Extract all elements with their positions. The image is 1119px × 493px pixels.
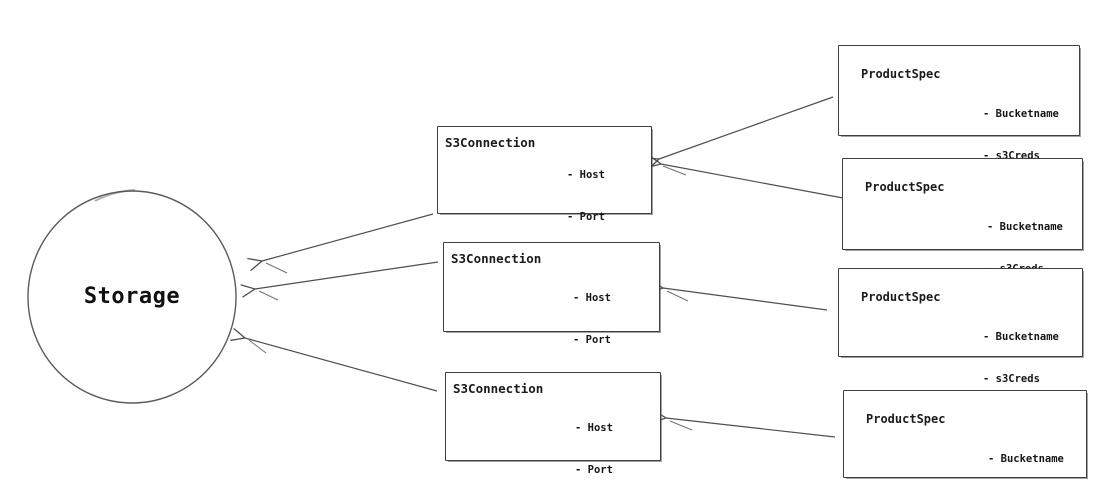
attribute: - Bucketname: [983, 108, 1059, 120]
storage-circle-sketch-stroke: [94, 189, 136, 202]
node-title: S3Connection: [453, 381, 544, 396]
attribute-list: - Bucketname - s3Creds: [983, 302, 1059, 414]
node-title: ProductSpec: [861, 290, 941, 304]
s3connection-node-1[interactable]: S3Connection - Host - Port - TLS: [437, 126, 652, 265]
storage-node-label: Storage: [83, 284, 181, 309]
productspec-node-2[interactable]: ProductSpec - Bucketname - s3Creds: [842, 158, 1083, 275]
arrow-s3connection3-to-storage[interactable]: [230, 328, 438, 392]
node-title: ProductSpec: [861, 67, 941, 81]
attribute: - Port: [575, 464, 613, 476]
s3connection-node-3[interactable]: S3Connection - Host - Port - TLS: [445, 372, 661, 476]
arrow-productspec1-to-s3connection1[interactable]: [644, 96, 834, 170]
attribute: - Bucketname: [987, 221, 1063, 233]
productspec-node-4[interactable]: ProductSpec - Bucketname - s3Creds: [843, 390, 1087, 478]
arrow-productspec3-to-s3connection2[interactable]: [648, 279, 828, 311]
arrow-s3connection1-to-storage[interactable]: [247, 213, 434, 274]
attribute-list: - Host - Port - TLS: [575, 393, 613, 493]
storage-circle[interactable]: [27, 190, 237, 404]
attribute: - Host: [575, 422, 613, 434]
attribute: - Port: [573, 334, 611, 346]
node-title: ProductSpec: [865, 180, 945, 194]
s3connection-node-2[interactable]: S3Connection - Host - Port - TLS: [443, 242, 660, 388]
productspec-node-1[interactable]: ProductSpec - Bucketname - s3Creds: [838, 45, 1080, 162]
attribute: - Bucketname: [983, 331, 1059, 343]
attribute: - Bucketname: [988, 453, 1064, 465]
attribute: - s3Creds: [983, 373, 1040, 385]
arrow-s3connection2-to-storage[interactable]: [240, 261, 439, 301]
attribute: - Host: [573, 292, 611, 304]
node-title: ProductSpec: [866, 412, 946, 426]
productspec-node-3[interactable]: ProductSpec - Bucketname - s3Creds: [838, 268, 1083, 385]
arrow-productspec4-to-s3connection3[interactable]: [651, 409, 836, 438]
node-title: S3Connection: [445, 135, 536, 150]
attribute-list: - Bucketname - s3Creds: [988, 424, 1064, 493]
arrow-productspec2-to-s3connection1[interactable]: [646, 155, 844, 199]
attribute: - Host: [567, 169, 605, 181]
node-title: S3Connection: [451, 251, 542, 266]
attribute: - Port: [567, 211, 605, 223]
